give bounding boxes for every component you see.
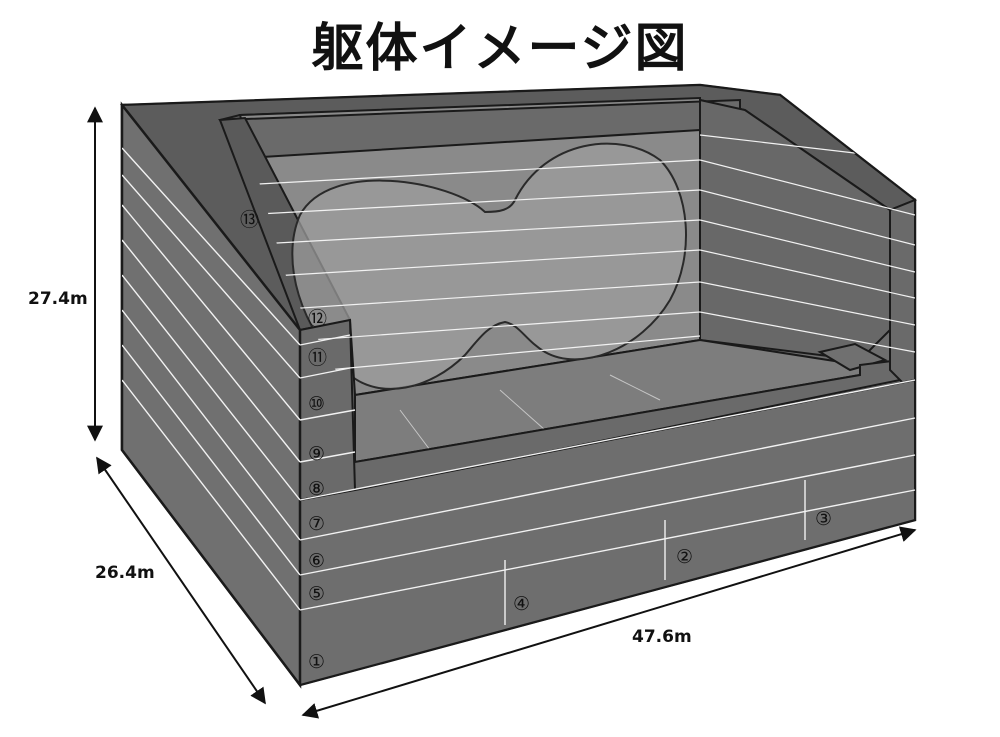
depth-dimension: 26.4m bbox=[95, 563, 155, 583]
width-dimension: 47.6m bbox=[632, 627, 692, 647]
level-label-4: ④ bbox=[513, 593, 530, 615]
level-label-6: ⑥ bbox=[308, 550, 325, 572]
level-label-2: ② bbox=[676, 546, 693, 568]
level-label-3: ③ bbox=[815, 508, 832, 530]
level-label-12: ⑫ bbox=[308, 308, 327, 330]
left-level-lines bbox=[122, 147, 300, 611]
level-label-1: ① bbox=[308, 651, 325, 673]
height-dimension: 27.4m bbox=[28, 289, 88, 309]
level-label-5: ⑤ bbox=[308, 583, 325, 605]
depth-arrow bbox=[96, 456, 266, 705]
floor-grid bbox=[399, 374, 661, 451]
level-label-13: ⑬ bbox=[240, 209, 259, 231]
level-label-9: ⑨ bbox=[308, 443, 325, 465]
level-label-11: ⑪ bbox=[308, 347, 327, 369]
width-arrow bbox=[301, 526, 917, 719]
level-label-8: ⑧ bbox=[308, 478, 325, 500]
diagram-title: 躯体イメージ図 bbox=[311, 19, 689, 79]
level-label-7: ⑦ bbox=[308, 513, 325, 535]
twin-shaft-outline bbox=[291, 142, 687, 390]
level-label-10: ⑩ bbox=[308, 393, 325, 415]
